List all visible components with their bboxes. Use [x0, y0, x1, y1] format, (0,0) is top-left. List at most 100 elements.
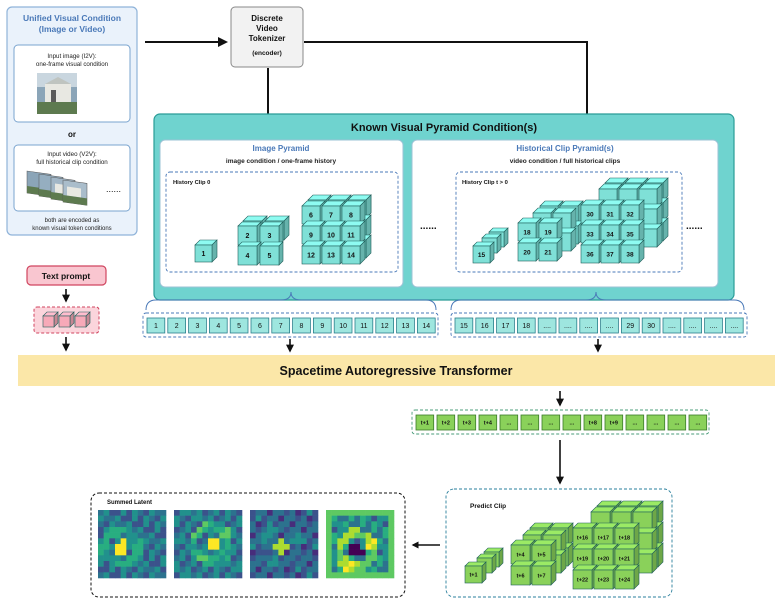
- condition-box: Unified Visual Condition (Image or Video…: [6, 6, 138, 236]
- token-cell-label: ....: [564, 323, 572, 330]
- input-image-thumbnail: [37, 73, 77, 114]
- historical-cube: 35: [620, 219, 645, 244]
- historical-cube-label: 33: [586, 231, 594, 238]
- historical-cube: 21: [538, 237, 563, 262]
- prompt-token-cube: [74, 311, 91, 328]
- token-cell: 13: [396, 317, 415, 334]
- image-pyramid-title: Image Pyramid: [253, 144, 310, 153]
- history-clip-t-label: History Clip t > 0: [462, 180, 508, 186]
- output-token-label: t+8: [589, 420, 597, 426]
- predict-cube: t+16: [572, 522, 598, 548]
- predict-cube: t+17: [593, 522, 619, 548]
- token-cell: 16: [475, 317, 494, 334]
- output-token-label: t+1: [421, 420, 429, 426]
- token-cell-label: 16: [481, 323, 489, 330]
- token-cell: 18: [517, 317, 536, 334]
- predict-cube: t+5: [531, 539, 557, 565]
- token-cell-label: ....: [730, 323, 738, 330]
- history-clip-0-label: History Clip 0: [173, 180, 210, 186]
- image-pyramid-cube-label: 5: [268, 253, 272, 260]
- token-cell: 17: [496, 317, 515, 334]
- historical-cube-label: 19: [544, 229, 552, 236]
- transformer-bar: Spacetime Autoregressive Transformer: [18, 355, 775, 386]
- historical-cube: 37: [600, 239, 625, 264]
- token-cell-label: ....: [606, 323, 614, 330]
- token-cell: 3: [188, 317, 207, 334]
- image-pyramid-cube-label: 8: [349, 213, 353, 220]
- predict-cube-label: t+20: [598, 556, 609, 562]
- image-pyramid-cube: 2: [237, 221, 262, 246]
- tokenizer-box: Discrete Video Tokenizer (encoder): [230, 6, 304, 68]
- latent-heatmaps: [98, 510, 395, 579]
- image-pyramid-cube-label: 1: [202, 251, 206, 258]
- image-pyramid-cube-label: 13: [327, 253, 335, 260]
- token-cell-label: 30: [647, 323, 655, 330]
- image-pyramid-cube-label: 9: [309, 233, 313, 240]
- token-cell-label: 12: [381, 323, 389, 330]
- transformer-label: Spacetime Autoregressive Transformer: [280, 364, 513, 378]
- prompt-token-cube: [42, 311, 59, 328]
- output-token: ...: [520, 414, 540, 431]
- latent-heatmap: [174, 510, 243, 579]
- output-token-label: ...: [633, 420, 638, 426]
- historical-cube-label: 35: [626, 231, 634, 238]
- token-cell-label: 2: [175, 323, 179, 330]
- output-token: t+1: [415, 414, 435, 431]
- token-cell: 9: [312, 317, 332, 334]
- historical-dots-right: ......: [686, 221, 703, 232]
- token-cell-label: 3: [196, 323, 200, 330]
- output-token: t+4: [478, 414, 498, 431]
- output-token-label: t+3: [463, 420, 471, 426]
- historical-dots-left: ......: [420, 221, 437, 232]
- image-pyramid-cube-label: 7: [329, 213, 333, 220]
- token-cell-label: ....: [710, 323, 718, 330]
- output-token-label: ...: [570, 420, 575, 426]
- input-video-frames: [26, 170, 88, 206]
- output-token: ...: [667, 414, 687, 431]
- token-cell: ....: [600, 317, 619, 334]
- historical-cube: 15: [472, 241, 495, 264]
- image-pyramid-subtitle: image condition / one-frame history: [226, 158, 337, 165]
- token-cell-label: 17: [502, 323, 510, 330]
- predict-cube: t+22: [572, 564, 598, 590]
- output-token-label: ...: [654, 420, 659, 426]
- output-token: ...: [625, 414, 645, 431]
- image-label-line2: one-frame visual condition: [36, 61, 109, 68]
- image-pyramid-cube: 8: [341, 200, 366, 225]
- output-token: t+2: [436, 414, 456, 431]
- token-cell: ....: [558, 317, 578, 334]
- token-cell-label: 1: [154, 323, 158, 330]
- output-token-label: t+9: [610, 420, 618, 426]
- text-prompt-box: Text prompt: [26, 265, 107, 352]
- predict-cube: t+4: [510, 539, 536, 565]
- image-pyramid-cube-label: 3: [268, 233, 272, 240]
- historical-cube-label: 36: [586, 251, 594, 258]
- image-pyramid-cube: 11: [341, 220, 366, 245]
- predict-cube-label: t+17: [598, 535, 609, 541]
- historical-cube-label: 37: [606, 251, 614, 258]
- footer-line1: both are encoded as: [45, 218, 100, 224]
- token-cell: ....: [725, 317, 744, 334]
- image-pyramid-cube: 12: [301, 240, 326, 265]
- token-cell-label: ....: [543, 323, 551, 330]
- image-label-line1: Input image (I2V):: [47, 53, 96, 60]
- token-cell: 11: [354, 317, 374, 334]
- predict-cube: t+21: [614, 543, 640, 569]
- predict-cube: t+18: [614, 522, 640, 548]
- historical-cube: 30: [580, 199, 605, 224]
- token-cell: ....: [579, 317, 598, 334]
- token-cell-label: 14: [422, 323, 430, 330]
- token-cell-label: 10: [339, 323, 347, 330]
- token-cell-label: ....: [585, 323, 593, 330]
- output-token: ...: [541, 414, 561, 431]
- image-pyramid-cube-label: 6: [309, 213, 313, 220]
- historical-pyramid-subtitle: video condition / full historical clips: [510, 158, 621, 165]
- token-cell-label: 11: [360, 323, 367, 330]
- token-cell: 4: [208, 317, 228, 334]
- output-token-label: ...: [696, 420, 701, 426]
- historical-cube: 36: [580, 239, 605, 264]
- token-cell-label: 15: [460, 323, 468, 330]
